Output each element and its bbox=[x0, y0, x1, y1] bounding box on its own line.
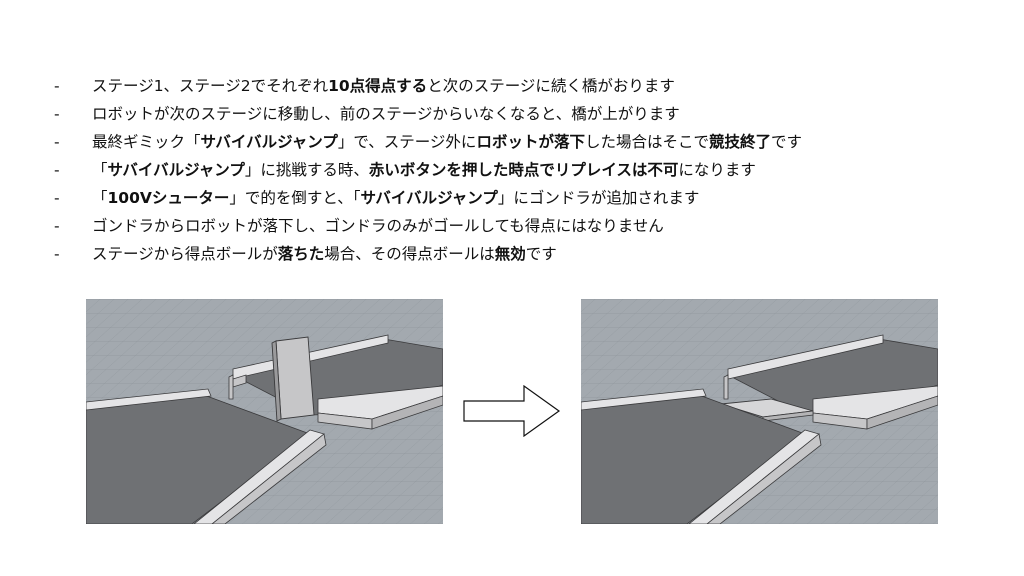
plain-text: 「 bbox=[92, 189, 108, 207]
emphasis-text: ロボットが落下 bbox=[476, 133, 585, 151]
rules-list: - ステージ1、ステージ2でそれぞれ10点得点すると次のステージに続く橋がおります… bbox=[54, 73, 984, 269]
rule-item: - 最終ギミック「サバイバルジャンプ」で、ステージ外にロボットが落下した場合はそこ… bbox=[54, 129, 984, 157]
rule-item: - 「サバイバルジャンプ」に挑戦する時、赤いボタンを押した時点でリプレイスは不可に… bbox=[54, 157, 984, 185]
raised-bridge bbox=[271, 336, 315, 422]
bullet-dash: - bbox=[54, 161, 60, 179]
plain-text: ロボットが次のステージに移動し、前のステージからいなくなると、橋が上がります bbox=[92, 105, 680, 123]
bullet-dash: - bbox=[54, 217, 60, 235]
emphasis-text: 赤いボタンを押した時点でリプレイスは不可 bbox=[368, 161, 679, 179]
front-stage bbox=[86, 388, 327, 524]
rule-text: 「100Vシューター」で的を倒すと、「サバイバルジャンプ」にゴンドラが追加されま… bbox=[92, 185, 699, 211]
rule-text: 最終ギミック「サバイバルジャンプ」で、ステージ外にロボットが落下した場合はそこで… bbox=[92, 129, 802, 155]
plain-text: ステージから得点ボールが bbox=[92, 245, 278, 263]
plain-text: 「 bbox=[92, 161, 108, 179]
rule-item: - ステージから得点ボールが落ちた場合、その得点ボールは無効です bbox=[54, 241, 984, 269]
emphasis-text: サバイバルジャンプ bbox=[107, 161, 245, 179]
emphasis-text: サバイバルジャンプ bbox=[360, 189, 498, 207]
plain-text: 場合、その得点ボールは bbox=[324, 245, 495, 263]
plain-text: になります bbox=[678, 161, 756, 179]
rule-text: 「サバイバルジャンプ」に挑戦する時、赤いボタンを押した時点でリプレイスは不可にな… bbox=[92, 157, 756, 183]
rule-text: ゴンドラからロボットが落下し、ゴンドラのみがゴールしても得点にはなりません bbox=[92, 213, 664, 239]
plain-text: ゴンドラからロボットが落下し、ゴンドラのみがゴールしても得点にはなりません bbox=[92, 217, 664, 235]
emphasis-text: 10点得点する bbox=[328, 77, 428, 95]
right-arrow-icon bbox=[463, 385, 561, 437]
rule-text: ステージ1、ステージ2でそれぞれ10点得点すると次のステージに続く橋がおります bbox=[92, 73, 675, 99]
plain-text: 」にゴンドラが追加されます bbox=[497, 189, 700, 207]
plain-text: した場合はそこで bbox=[584, 133, 709, 151]
rule-text: ステージから得点ボールが落ちた場合、その得点ボールは無効です bbox=[92, 241, 557, 267]
plain-text: 」で、ステージ外に bbox=[337, 133, 477, 151]
stage-before-figure bbox=[86, 299, 443, 524]
bullet-dash: - bbox=[54, 245, 60, 263]
rule-item: - ステージ1、ステージ2でそれぞれ10点得点すると次のステージに続く橋がおります bbox=[54, 73, 984, 101]
emphasis-text: 競技終了 bbox=[708, 133, 771, 151]
plain-text: と次のステージに続く橋がおります bbox=[427, 77, 675, 95]
plain-text: 」で的を倒すと、「 bbox=[229, 189, 361, 207]
plain-text: ステージ1、ステージ2でそれぞれ bbox=[92, 77, 329, 95]
rule-text: ロボットが次のステージに移動し、前のステージからいなくなると、橋が上がります bbox=[92, 101, 680, 127]
emphasis-text: サバイバルジャンプ bbox=[200, 133, 338, 151]
front-stage bbox=[581, 388, 822, 524]
bullet-dash: - bbox=[54, 133, 60, 151]
bullet-dash: - bbox=[54, 105, 60, 123]
bullet-dash: - bbox=[54, 189, 60, 207]
plain-text: 」に挑戦する時、 bbox=[244, 161, 369, 179]
plain-text: です bbox=[525, 245, 557, 263]
rule-item: - ゴンドラからロボットが落下し、ゴンドラのみがゴールしても得点にはなりません bbox=[54, 213, 984, 241]
stage-after-figure bbox=[581, 299, 938, 524]
rule-item: - 「100Vシューター」で的を倒すと、「サバイバルジャンプ」にゴンドラが追加され… bbox=[54, 185, 984, 213]
rule-item: - ロボットが次のステージに移動し、前のステージからいなくなると、橋が上がります bbox=[54, 101, 984, 129]
plain-text: 最終ギミック「 bbox=[92, 133, 201, 151]
plain-text: です bbox=[770, 133, 802, 151]
emphasis-text: 無効 bbox=[494, 245, 526, 263]
emphasis-text: 100Vシューター bbox=[107, 189, 230, 207]
emphasis-text: 落ちた bbox=[277, 245, 325, 263]
bullet-dash: - bbox=[54, 77, 60, 95]
